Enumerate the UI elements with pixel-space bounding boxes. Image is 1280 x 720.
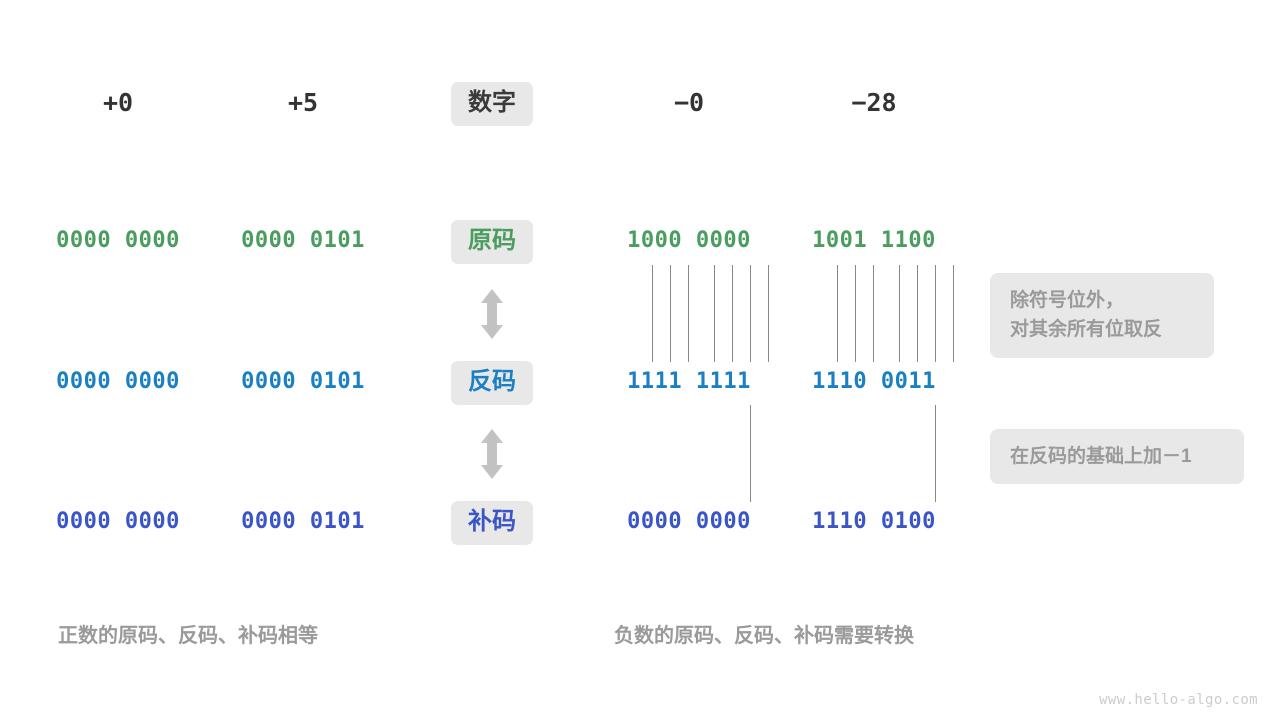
bits-twos-complement-2: 0000 0000 <box>627 509 751 534</box>
connector-transition_2-minus-twenty-8-0 <box>935 405 936 502</box>
bits-twos-complement-0: 0000 0000 <box>56 509 180 534</box>
bits-twos-complement-3: 1110 0100 <box>812 509 936 534</box>
watermark: www.hello-algo.com <box>1099 692 1258 708</box>
bits-true-form-0: 0000 0000 <box>56 228 180 253</box>
arrow-ones-to-twos-icon <box>479 428 505 480</box>
bits-ones-complement-1: 0000 0101 <box>241 369 365 394</box>
connector-transition_1-minus-zero-3 <box>714 265 715 362</box>
note-invert-bits: 除符号位外， 对其余所有位取反 <box>990 273 1214 358</box>
header-number-0: +0 <box>102 88 134 117</box>
connector-transition_1-minus-zero-6 <box>768 265 769 362</box>
bits-true-form-2: 1000 0000 <box>627 228 751 253</box>
bits-true-form-3: 1001 1100 <box>812 228 936 253</box>
connector-transition_1-minus-zero-1 <box>670 265 671 362</box>
header-number-1: +5 <box>287 88 319 117</box>
connector-transition_1-minus-zero-2 <box>688 265 689 362</box>
connector-transition_1-minus-twenty-8-5 <box>935 265 936 362</box>
connector-transition_1-minus-twenty-8-6 <box>953 265 954 362</box>
connector-transition_1-minus-twenty-8-0 <box>837 265 838 362</box>
connector-transition_1-minus-twenty-8-2 <box>873 265 874 362</box>
caption-positive: 正数的原码、反码、补码相等 <box>58 625 318 647</box>
bits-ones-complement-3: 1110 0011 <box>812 369 936 394</box>
header-number-2: −0 <box>673 88 705 117</box>
bits-ones-complement-0: 0000 0000 <box>56 369 180 394</box>
connector-transition_2-minus-zero-0 <box>750 405 751 502</box>
bits-true-form-1: 0000 0101 <box>241 228 365 253</box>
bits-twos-complement-1: 0000 0101 <box>241 509 365 534</box>
header-badge-number: 数字 <box>451 82 533 126</box>
connector-transition_1-minus-zero-5 <box>750 265 751 362</box>
row-badge-true-form: 原码 <box>451 220 533 264</box>
connector-transition_1-minus-twenty-8-4 <box>917 265 918 362</box>
caption-negative: 负数的原码、反码、补码需要转换 <box>614 625 914 647</box>
connector-transition_1-minus-twenty-8-3 <box>899 265 900 362</box>
connector-transition_1-minus-zero-0 <box>652 265 653 362</box>
header-number-3: −28 <box>851 88 897 117</box>
connector-transition_1-minus-zero-4 <box>732 265 733 362</box>
arrow-true-to-ones-icon <box>479 288 505 340</box>
bits-ones-complement-2: 1111 1111 <box>627 369 751 394</box>
row-badge-twos-complement: 补码 <box>451 501 533 545</box>
note-add-one: 在反码的基础上加－1 <box>990 429 1244 485</box>
connector-transition_1-minus-twenty-8-1 <box>855 265 856 362</box>
row-badge-ones-complement: 反码 <box>451 361 533 405</box>
